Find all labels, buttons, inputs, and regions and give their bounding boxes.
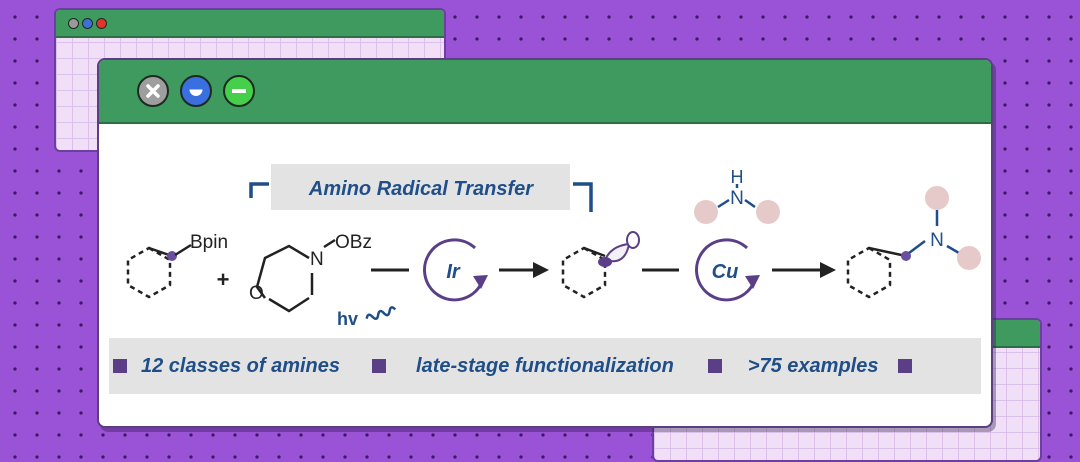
feature-examples: >75 examples [747, 354, 879, 377]
arrow-2-head [820, 262, 836, 278]
background-window-left-titlebar [56, 10, 444, 38]
bpin-label: Bpin [190, 232, 228, 253]
feature-amine-classes: 12 classes of amines [141, 354, 341, 377]
product-sphere-right [957, 246, 981, 270]
product-carbon-dot-icon [901, 251, 911, 261]
feature-bar: 12 classes of amines late-stage function… [109, 338, 981, 394]
minimize-dot-icon[interactable] [82, 18, 93, 29]
amine-n-label: N [730, 188, 744, 209]
ir-catalytic-cycle: Ir [423, 238, 488, 302]
morpholine-o-label: O [249, 283, 264, 304]
cu-label: Cu [712, 261, 739, 283]
arrow-1-head [533, 262, 549, 278]
amine-sphere-left [694, 200, 718, 224]
ir-label: Ir [446, 261, 461, 283]
product-sphere-top [925, 186, 949, 210]
morpholine-obz: O N OBz [249, 232, 372, 313]
radical-dot-icon [167, 251, 177, 261]
close-button[interactable] [137, 75, 169, 107]
main-window: Amino Radical Transfer Bpin + O N OBz hv [97, 58, 993, 428]
bullet-square-icon [372, 359, 387, 373]
reaction-scheme: Amino Radical Transfer Bpin + O N OBz hv [126, 164, 981, 329]
feature-late-stage: late-stage functionalization [416, 354, 674, 377]
morpholine-n-label: N [310, 249, 324, 270]
maximize-dot-icon[interactable] [96, 18, 107, 29]
product-n-label: N [930, 230, 944, 251]
title-box [271, 164, 570, 210]
radical-orbital-icon [598, 257, 612, 267]
minus-icon [232, 89, 246, 93]
close-dot-icon[interactable] [68, 18, 79, 29]
minimize-button[interactable] [180, 75, 212, 107]
bullet-square-icon [707, 359, 722, 373]
amine-sphere-right [756, 200, 780, 224]
plus-sign: + [217, 267, 230, 292]
obz-label: OBz [335, 232, 372, 253]
cu-catalytic-cycle: Cu [695, 238, 760, 302]
main-window-titlebar [99, 60, 991, 124]
amine-reagent: N H [694, 167, 780, 224]
maximize-button[interactable] [223, 75, 255, 107]
cyclohexyl-bpin: Bpin [126, 232, 228, 299]
bullet-square-icon [898, 359, 913, 373]
amine-h-label: H [731, 167, 744, 187]
hv-label: hv [337, 309, 358, 329]
bullet-square-icon [113, 359, 127, 373]
alkyl-radical [561, 231, 640, 299]
half-circle-icon [189, 89, 203, 96]
light-wave-icon [365, 306, 397, 321]
amine-product: N [846, 186, 981, 299]
close-x-icon [146, 84, 160, 98]
scheme-title: Amino Radical Transfer [308, 178, 534, 200]
title-bracket [249, 182, 593, 212]
